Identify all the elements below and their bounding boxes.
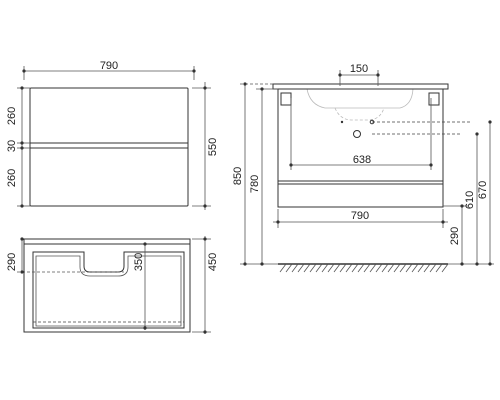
left-bracket — [280, 92, 292, 106]
offset-tick-left — [338, 73, 342, 77]
front-drawer-bottom-label: 260 — [6, 169, 18, 187]
siphon-tick-top — [143, 242, 147, 246]
drawer-inner-outline-2 — [35, 255, 182, 327]
inner-width-tick-right — [429, 163, 433, 167]
side-width-tick-left — [276, 220, 280, 224]
siphon-tick-bottom — [143, 326, 147, 330]
drawer-separator — [29, 142, 189, 149]
front-width-tick-left — [22, 69, 26, 73]
top-section-view: 450 290 350 — [6, 236, 219, 334]
side-width-tick-right — [441, 220, 445, 224]
drain-height-tick-bottom — [475, 262, 479, 266]
drain-height-label: 610 — [464, 191, 476, 209]
front-left-tick-2 — [20, 141, 24, 145]
inner-width-label: 638 — [353, 154, 371, 166]
water-height-tick-top — [488, 120, 492, 124]
cabinet-side-outline — [277, 88, 444, 208]
total-height-tick-top — [243, 82, 247, 86]
front-height-label: 550 — [207, 138, 219, 156]
right-bracket — [428, 92, 440, 106]
drain-point-small — [340, 120, 344, 124]
floor-height-label: 290 — [449, 227, 461, 245]
body-height-tick-top — [260, 87, 264, 91]
front-left-tick-3 — [20, 146, 24, 150]
total-height-tick-bottom — [243, 262, 247, 266]
water-height-label: 670 — [477, 181, 489, 199]
offset-label: 150 — [350, 63, 368, 75]
side-width-label: 790 — [351, 210, 369, 222]
drawer-inner-outline — [32, 251, 185, 329]
cutout-tick-bottom — [20, 270, 24, 274]
front-width-label: 790 — [100, 60, 118, 72]
front-height-tick-bottom — [203, 204, 207, 208]
cutout-tick-top — [20, 237, 24, 241]
inner-width-tick-left — [289, 163, 293, 167]
front-view: 790 550 260 30 260 — [6, 60, 219, 210]
front-left-tick-1 — [20, 86, 24, 90]
top-depth-label: 450 — [207, 253, 219, 271]
front-height-tick-top — [203, 86, 207, 90]
top-depth-tick-bottom — [203, 330, 207, 334]
siphon-depth-label: 350 — [133, 253, 145, 271]
floor-height-tick-bottom — [460, 262, 464, 266]
front-gap-label: 30 — [6, 140, 18, 152]
basin-top-outline — [272, 83, 449, 90]
floor-height-tick-top — [460, 204, 464, 208]
front-drawer-top-label: 260 — [6, 107, 18, 125]
basin-drain-ghost — [334, 107, 385, 121]
cabinet-top-outline — [23, 238, 191, 333]
drain-height-tick-top — [475, 132, 479, 136]
basin-bowl-ghost — [306, 88, 414, 109]
body-height-label: 780 — [249, 175, 261, 193]
offset-tick-right — [376, 73, 380, 77]
total-height-label: 850 — [232, 167, 244, 185]
side-view: 150 638 790 850 — [232, 63, 494, 273]
water-height-tick-bottom — [488, 262, 492, 266]
water-supply-point — [369, 119, 375, 125]
cabinet-front-outline — [29, 87, 189, 207]
drain-point — [353, 130, 361, 138]
front-width-tick-right — [192, 69, 196, 73]
body-height-tick-bottom — [260, 262, 264, 266]
cutout-depth-label: 290 — [6, 253, 18, 271]
floor-hatching — [279, 263, 449, 273]
front-left-tick-4 — [20, 204, 24, 208]
top-depth-tick-top — [203, 237, 207, 241]
